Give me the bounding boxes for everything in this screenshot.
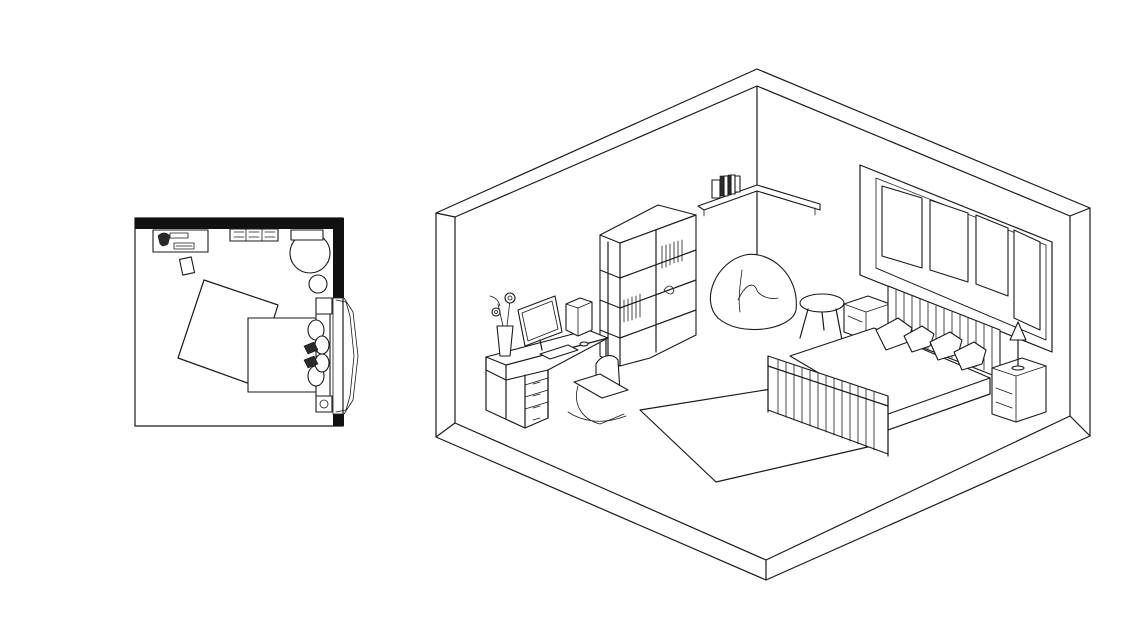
iso-nightstand-front xyxy=(991,357,1047,423)
iso-table-lamp xyxy=(1009,321,1027,371)
iso-round-table xyxy=(799,293,845,341)
plan-wall-right-lower xyxy=(333,414,344,426)
iso-mouse xyxy=(579,341,589,347)
plan-round-table xyxy=(308,274,328,294)
isometric-room xyxy=(435,68,1091,581)
plan-wall-right-upper xyxy=(333,218,344,298)
plan-bay-window xyxy=(332,297,359,415)
iso-inner-wall xyxy=(454,85,1071,417)
iso-keyboard xyxy=(539,344,579,360)
floor-plan xyxy=(134,217,359,427)
plan-small-box xyxy=(178,256,196,276)
iso-bed xyxy=(767,285,1001,457)
plan-nightstand-bottom xyxy=(315,395,333,413)
iso-bookshelf xyxy=(599,204,697,367)
plan-office-chair xyxy=(157,232,171,247)
iso-floor-edge xyxy=(454,216,1071,561)
iso-bean-bag xyxy=(709,253,797,331)
iso-monitor xyxy=(517,295,563,351)
plan-wall-top xyxy=(135,218,344,229)
plan-bookshelf xyxy=(229,228,279,242)
plan-bean-bag xyxy=(289,229,331,274)
iso-office-chair xyxy=(567,355,629,425)
iso-pc-tower xyxy=(565,297,593,337)
plan-nightstand-top xyxy=(315,297,333,315)
iso-wall-shelf xyxy=(697,184,821,217)
plan-bed xyxy=(247,313,331,397)
iso-window xyxy=(859,164,1053,353)
iso-flower-vase xyxy=(489,292,516,357)
iso-books xyxy=(711,174,741,199)
